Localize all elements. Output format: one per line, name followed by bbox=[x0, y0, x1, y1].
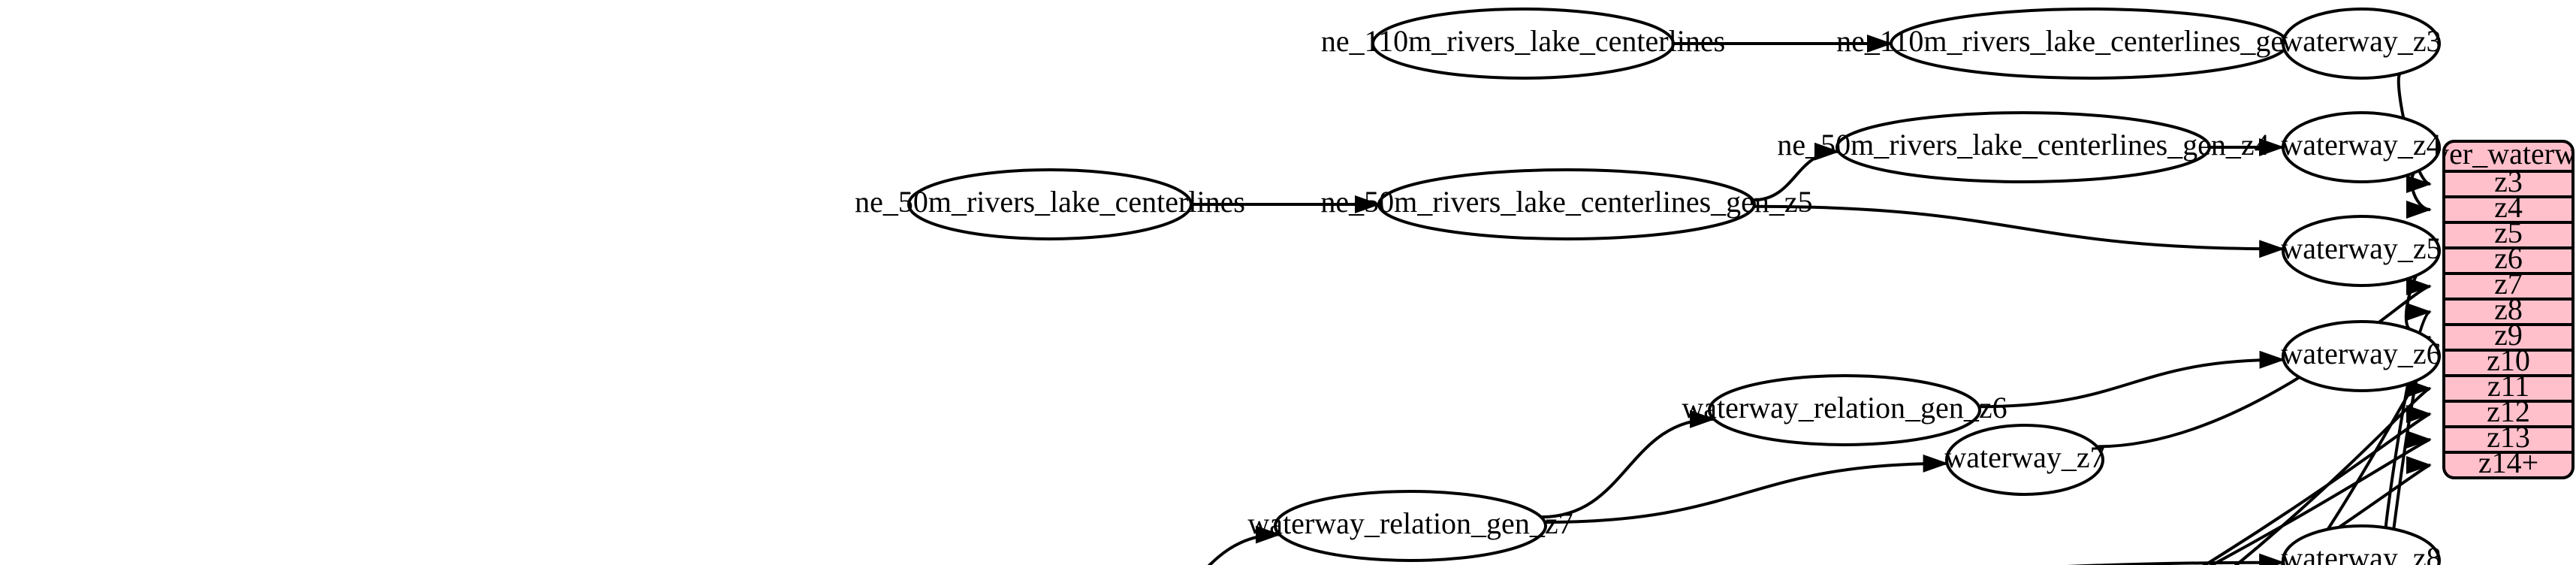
record-row-label-z9: z9 bbox=[2494, 318, 2523, 352]
node-shape-waterway_z5 bbox=[2282, 215, 2441, 287]
node-waterway_z5[interactable]: waterway_z5 bbox=[2281, 215, 2442, 287]
node-label-waterway_z3: waterway_z3 bbox=[2281, 24, 2441, 58]
node-label-waterway_z4: waterway_z4 bbox=[2281, 128, 2441, 162]
node-ne_50m_rivers_lake_centerlines_gen_z5[interactable]: ne_50m_rivers_lake_centerlines_gen_z5 bbox=[1320, 168, 1813, 240]
node-shape-waterway_z4 bbox=[2282, 111, 2441, 183]
node-ne_110m_rivers_lake_centerlines[interactable]: ne_110m_rivers_lake_centerlines bbox=[1321, 8, 1725, 80]
node-label-ne_110m_rivers_lake_centerlines: ne_110m_rivers_lake_centerlines bbox=[1321, 24, 1725, 58]
node-waterway_z8[interactable]: waterway_z8 bbox=[2281, 524, 2442, 565]
edge-waterway_z8-to-layer_waterway-z8 bbox=[2384, 303, 2432, 530]
edge-waterway_z13-to-layer_waterway-z13 bbox=[2209, 431, 2432, 565]
node-label-ne_50m_rivers_lake_centerlines: ne_50m_rivers_lake_centerlines bbox=[855, 185, 1245, 219]
node-label-waterway_z5: waterway_z5 bbox=[2281, 231, 2441, 265]
record-outline bbox=[2442, 140, 2574, 479]
node-label-ne_110m_rivers_lake_centerlines_gen_z3: ne_110m_rivers_lake_centerlines_gen_z3 bbox=[1836, 24, 2342, 58]
record-row-z14+[interactable] bbox=[2444, 451, 2573, 478]
record-row-label-z6: z6 bbox=[2494, 241, 2523, 275]
record-node-layer_waterway[interactable]: layer_waterwayz3z4z5z6z7z8z9z10z11z12z13… bbox=[2412, 137, 2576, 479]
node-shape-waterway_z8 bbox=[2282, 524, 2441, 565]
node-shape-waterway_z7 bbox=[1945, 424, 2104, 496]
node-waterway_relation_gen_z7[interactable]: waterway_relation_gen_z7 bbox=[1247, 490, 1573, 562]
node-shape-waterway_relation_gen_z6 bbox=[1708, 374, 1981, 446]
edge-waterway_z11-to-layer_waterway-z11 bbox=[2234, 379, 2432, 565]
edge-waterway_z12-to-layer_waterway-z12 bbox=[2202, 405, 2432, 565]
node-shape-ne_110m_rivers_lake_centerlines bbox=[1371, 8, 1675, 80]
record-row-label-z12: z12 bbox=[2487, 394, 2530, 428]
node-label-waterway_relation_gen_z7: waterway_relation_gen_z7 bbox=[1247, 506, 1573, 540]
node-waterway_z4[interactable]: waterway_z4 bbox=[2281, 111, 2442, 183]
node-label-waterway_z8: waterway_z8 bbox=[2281, 541, 2441, 565]
node-shape-waterway_z3 bbox=[2282, 8, 2441, 80]
node-ne_50m_rivers_lake_centerlines[interactable]: ne_50m_rivers_lake_centerlines bbox=[855, 168, 1245, 240]
record-row-label-z4: z4 bbox=[2494, 190, 2523, 224]
edge-ne_50m_rivers_lake_centerlines_gen_z5-to-waterway_z5 bbox=[1754, 204, 2285, 258]
record-row-label-z11: z11 bbox=[2487, 369, 2529, 403]
node-ne_50m_rivers_lake_centerlines_gen_z4[interactable]: ne_50m_rivers_lake_centerlines_gen_z4 bbox=[1777, 111, 2270, 183]
node-label-ne_50m_rivers_lake_centerlines_gen_z4: ne_50m_rivers_lake_centerlines_gen_z4 bbox=[1777, 128, 2269, 162]
record-row-z3[interactable] bbox=[2444, 170, 2573, 198]
edge-waterway_relation_gen_z6-to-waterway_z6 bbox=[1979, 350, 2285, 409]
node-label-waterway_z7: waterway_z7 bbox=[1944, 440, 2104, 474]
edge-ne_50m_rivers_lake_centerlines_gen_z5-to-ne_50m_rivers_lake_centerlines_gen_z4 bbox=[1753, 142, 1840, 202]
node-waterway_z7[interactable]: waterway_z7 bbox=[1944, 424, 2105, 496]
edge-waterway_z14-to-layer_waterway-z14+ bbox=[2280, 457, 2432, 565]
node-label-waterway_relation_gen_z6: waterway_relation_gen_z6 bbox=[1682, 391, 2007, 425]
node-label-ne_50m_rivers_lake_centerlines_gen_z5: ne_50m_rivers_lake_centerlines_gen_z5 bbox=[1320, 185, 1812, 219]
edge-waterway_relation_gen_z8-to-waterway_z8 bbox=[2066, 553, 2285, 565]
node-shape-ne_50m_rivers_lake_centerlines bbox=[907, 168, 1193, 240]
edge-waterway_relation_gen_z7-to-waterway_relation_gen_z6 bbox=[1540, 409, 1716, 519]
record-row-label-z8: z8 bbox=[2494, 292, 2523, 326]
node-label-waterway_z6: waterway_z6 bbox=[2281, 337, 2441, 370]
record-row-label-z7: z7 bbox=[2494, 267, 2523, 301]
node-shape-ne_50m_rivers_lake_centerlines_gen_z4 bbox=[1835, 111, 2211, 183]
record-row-label-z3: z3 bbox=[2494, 165, 2523, 198]
record-row-z7[interactable] bbox=[2444, 272, 2573, 301]
edge-waterway_relation_gen_z8-to-waterway_relation_gen_z7 bbox=[1207, 525, 1281, 565]
node-waterway_z6[interactable]: waterway_z6 bbox=[2281, 320, 2442, 392]
node-shape-waterway_relation_gen_z7 bbox=[1274, 490, 1547, 562]
edge-waterway_relation_gen_z7-to-waterway_z7 bbox=[1544, 454, 1949, 524]
record-title: layer_waterway bbox=[2412, 137, 2576, 171]
nodes-layer: imposm3osm_waterway_relationosm_waterway… bbox=[855, 8, 2442, 565]
node-ne_110m_rivers_lake_centerlines_gen_z3[interactable]: ne_110m_rivers_lake_centerlines_gen_z3 bbox=[1836, 8, 2342, 80]
record-row-label-z10: z10 bbox=[2487, 343, 2530, 377]
record-row-label-z5: z5 bbox=[2494, 216, 2523, 249]
node-waterway_z3[interactable]: waterway_z3 bbox=[2281, 8, 2442, 80]
node-waterway_relation_gen_z6[interactable]: waterway_relation_gen_z6 bbox=[1682, 374, 2007, 446]
record-row-z8[interactable] bbox=[2444, 298, 2573, 326]
node-shape-ne_50m_rivers_lake_centerlines_gen_z5 bbox=[1377, 168, 1756, 240]
record-row-label-z14+: z14+ bbox=[2478, 446, 2538, 479]
record-row-label-z13: z13 bbox=[2487, 420, 2530, 454]
record-node-layer: layer_waterwayz3z4z5z6z7z8z9z10z11z12z13… bbox=[2412, 137, 2576, 479]
node-shape-waterway_z6 bbox=[2282, 320, 2441, 392]
